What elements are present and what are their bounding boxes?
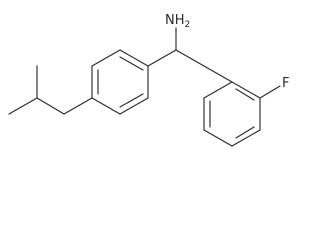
ring1-bond-4 [119, 49, 149, 67]
ring2-double-a [235, 88, 255, 101]
ring2-double-b [235, 126, 255, 139]
chemical-structure: NH2 F [8, 13, 289, 147]
ring1-double-a [119, 93, 144, 108]
benzene-ring-para [91, 49, 149, 115]
ring1-double-b [119, 56, 144, 71]
isobutyl-group [8, 65, 93, 115]
ring1-bond-5 [91, 49, 121, 67]
ring2-bond-1 [231, 81, 261, 99]
bond-methine-methylene [36, 97, 65, 115]
fluorophenyl-ring [203, 81, 281, 147]
amine-label-subscript: 2 [185, 20, 191, 30]
bond-c-f [259, 85, 281, 99]
ring2-bond-6 [203, 81, 233, 99]
amine-label: NH2 [165, 13, 190, 30]
bond-methylene-ring [63, 97, 93, 115]
bond-ch2-to-ring [203, 65, 233, 83]
ethylamine-chain [147, 27, 233, 83]
bond-ring-to-ch [147, 49, 177, 67]
ring1-bond-2 [119, 97, 149, 115]
amine-label-main: NH [165, 13, 185, 28]
bond-methyl-lower [8, 97, 38, 115]
bond-ch-to-ch2 [175, 49, 205, 67]
ring1-bond-1 [91, 97, 121, 115]
ring2-bond-4 [203, 129, 233, 147]
ring2-bond-3 [231, 129, 261, 147]
fluorine-label: F [282, 76, 289, 91]
